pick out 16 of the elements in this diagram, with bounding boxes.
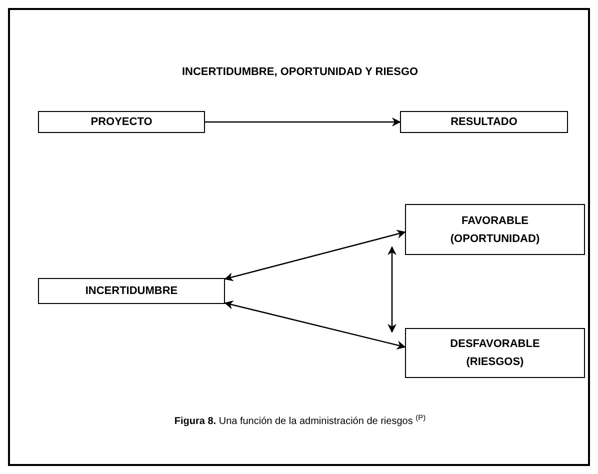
- box-label: FAVORABLE (OPORTUNIDAD): [449, 214, 541, 246]
- process-box: [405, 204, 585, 255]
- process-box: [38, 111, 205, 133]
- figure-caption: Figura 8. Una función de la administración de riesgos $^{(P)}$: [174, 414, 426, 429]
- process-box: [405, 328, 585, 378]
- box-label: INCERTIDUMBRE: [85, 284, 178, 299]
- arrow: [224, 300, 406, 350]
- arrow: [224, 230, 406, 282]
- diagram-title: INCERTIDUMBRE, OPORTUNIDAD Y RIESGO: [180, 65, 420, 80]
- box-label: DESFAVORABLE (RIESGOS): [449, 337, 541, 370]
- arrow: [205, 118, 401, 126]
- box-label: RESULTADO: [450, 115, 518, 130]
- arrow: [388, 246, 396, 333]
- process-box: [38, 278, 225, 304]
- box-label: PROYECTO: [90, 115, 152, 130]
- process-box: [400, 111, 568, 133]
